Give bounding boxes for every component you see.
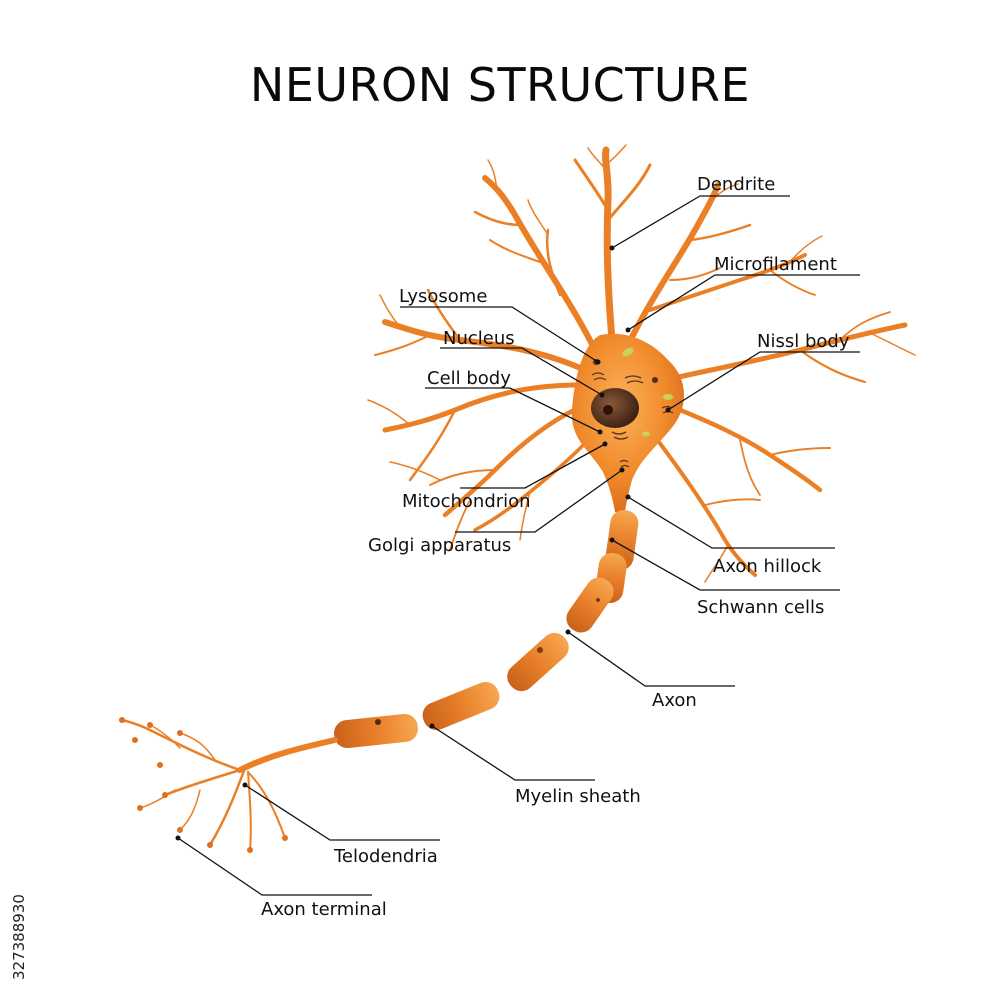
- label-telodendria: Telodendria: [334, 846, 438, 867]
- label-nucleus: Nucleus: [443, 328, 515, 349]
- leader-dots: [175, 245, 671, 841]
- label-nissl-body: Nissl body: [757, 331, 850, 352]
- label-axon-terminal: Axon terminal: [261, 899, 387, 920]
- myelin-segment: [566, 577, 614, 633]
- label-golgi-apparatus: Golgi apparatus: [368, 535, 512, 556]
- diagram-title: NEURON STRUCTURE: [249, 58, 751, 112]
- label-schwann-cells: Schwann cells: [697, 597, 825, 618]
- mitochondrion-shape: [622, 347, 634, 357]
- axon-terminals: [119, 717, 288, 853]
- myelin-segment: [507, 632, 569, 692]
- label-cell-body: Cell body: [427, 368, 511, 389]
- label-myelin-sheath: Myelin sheath: [515, 786, 641, 807]
- myelin-segment: [334, 713, 418, 749]
- myelin-segment: [422, 681, 500, 731]
- telodendria: [120, 718, 338, 851]
- axon: [334, 510, 639, 749]
- label-dendrite: Dendrite: [697, 174, 776, 195]
- label-lysosome: Lysosome: [399, 286, 488, 307]
- nucleus-shape: [591, 388, 639, 428]
- organelles: [591, 347, 674, 468]
- leader-lines: [177, 195, 860, 896]
- stock-id-text: 327388930: [10, 894, 28, 980]
- stock-id-watermark: 327388930: [10, 750, 30, 980]
- dendrites: [367, 144, 916, 583]
- label-axon: Axon: [652, 690, 697, 711]
- label-microfilament: Microfilament: [714, 254, 837, 275]
- label-mitochondrion: Mitochondrion: [402, 491, 531, 512]
- label-axon-hillock: Axon hillock: [713, 556, 822, 577]
